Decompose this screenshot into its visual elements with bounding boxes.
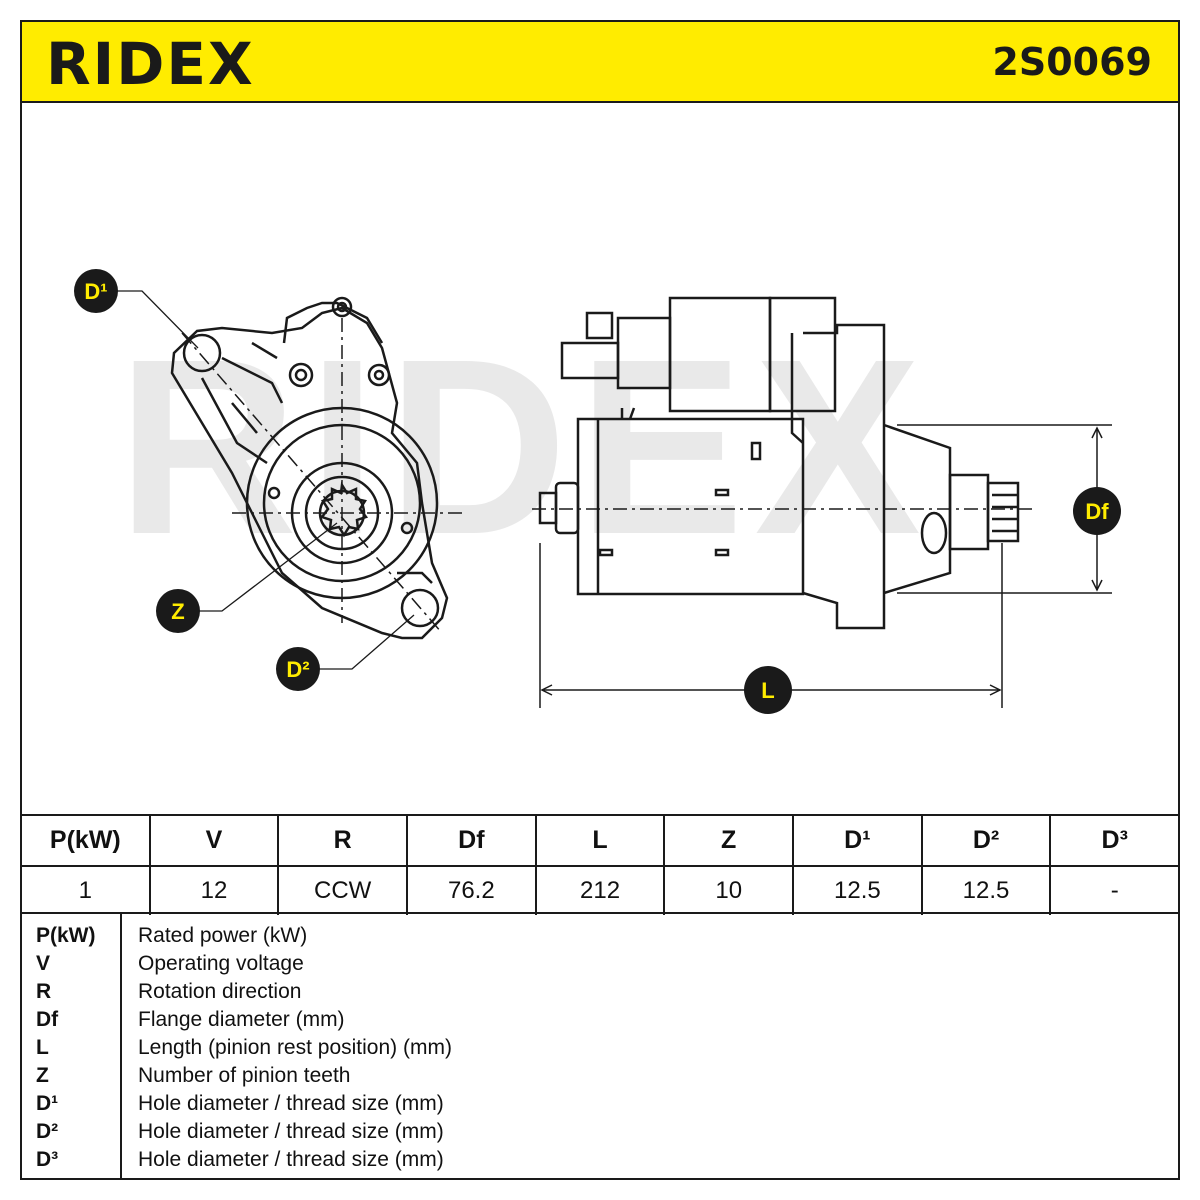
legend-row-v: V Operating voltage bbox=[22, 950, 1178, 978]
spec-header-pkw: P(kW) bbox=[22, 816, 151, 865]
product-sheet: RIDEX 2S0069 RIDEX bbox=[20, 20, 1180, 1180]
ridex-logo: RIDEX bbox=[46, 32, 316, 96]
legend-symbol: Df bbox=[36, 1008, 59, 1031]
legend: P(kW) Rated power (kW) V Operating volta… bbox=[22, 914, 1178, 1178]
technical-drawing: RIDEX bbox=[22, 103, 1178, 814]
spec-table: P(kW) V R Df L Z D¹ D² D³ 1 12 CCW 76.2 … bbox=[22, 814, 1178, 915]
legend-symbol: L bbox=[36, 1036, 49, 1059]
legend-symbol: D² bbox=[36, 1120, 59, 1143]
legend-description: Rated power (kW) bbox=[138, 924, 308, 947]
spec-header-row: P(kW) V R Df L Z D¹ D² D³ bbox=[22, 816, 1178, 867]
legend-row-l: L Length (pinion rest position) (mm) bbox=[22, 1034, 1178, 1062]
spec-header-v: V bbox=[151, 816, 280, 865]
legend-row-d2: D² Hole diameter / thread size (mm) bbox=[22, 1118, 1178, 1146]
watermark-text: RIDEX bbox=[117, 307, 931, 586]
legend-divider bbox=[120, 914, 122, 1178]
spec-header-z: Z bbox=[665, 816, 795, 865]
spec-header-l: L bbox=[537, 816, 666, 865]
legend-description: Operating voltage bbox=[138, 952, 304, 975]
legend-row-d3: D³ Hole diameter / thread size (mm) bbox=[22, 1146, 1178, 1174]
svg-text:Df: Df bbox=[1085, 499, 1109, 524]
logo-text: RIDEX bbox=[46, 30, 255, 98]
legend-row-df: Df Flange diameter (mm) bbox=[22, 1006, 1178, 1034]
side-view bbox=[538, 296, 1020, 630]
svg-text:Z: Z bbox=[171, 599, 184, 624]
callout-d1: D¹ bbox=[74, 269, 118, 313]
legend-description: Length (pinion rest position) (mm) bbox=[138, 1036, 452, 1059]
callout-df: Df bbox=[1073, 487, 1121, 535]
spec-value-row: 1 12 CCW 76.2 212 10 12.5 12.5 - bbox=[22, 866, 1178, 915]
legend-symbol: V bbox=[36, 952, 51, 975]
legend-row-z: Z Number of pinion teeth bbox=[22, 1062, 1178, 1090]
legend-description: Flange diameter (mm) bbox=[138, 1008, 345, 1031]
spec-value-df: 76.2 bbox=[408, 866, 537, 915]
spec-header-d2: D² bbox=[923, 816, 1052, 865]
legend-description: Rotation direction bbox=[138, 980, 302, 1003]
legend-symbol: P(kW) bbox=[36, 924, 96, 947]
spec-header-d3: D³ bbox=[1101, 826, 1128, 854]
svg-text:L: L bbox=[761, 678, 774, 703]
legend-description: Number of pinion teeth bbox=[138, 1064, 351, 1087]
starter-motor-drawing: RIDEX bbox=[74, 269, 1121, 714]
part-number: 2S0069 bbox=[992, 40, 1152, 84]
spec-value-pkw: 1 bbox=[22, 866, 151, 915]
legend-symbol: D³ bbox=[36, 1148, 59, 1171]
callout-z: Z bbox=[156, 589, 200, 633]
spec-value-r: CCW bbox=[279, 866, 409, 915]
spec-value-d1: 12.5 bbox=[794, 866, 923, 915]
svg-text:D¹: D¹ bbox=[84, 279, 107, 304]
spec-value-d3: - bbox=[1110, 876, 1119, 904]
legend-symbol: R bbox=[36, 980, 52, 1003]
spec-value-l: 212 bbox=[537, 866, 666, 915]
legend-description: Hole diameter / thread size (mm) bbox=[138, 1092, 444, 1115]
legend-row-pkw: P(kW) Rated power (kW) bbox=[22, 922, 1178, 950]
legend-row-r: R Rotation direction bbox=[22, 978, 1178, 1006]
spec-value-d2: 12.5 bbox=[923, 866, 1052, 915]
spec-value-v: 12 bbox=[151, 866, 280, 915]
legend-description: Hole diameter / thread size (mm) bbox=[138, 1148, 444, 1171]
svg-text:D²: D² bbox=[286, 657, 309, 682]
spec-header-df: Df bbox=[408, 816, 537, 865]
legend-description: Hole diameter / thread size (mm) bbox=[138, 1120, 444, 1143]
legend-symbol: Z bbox=[36, 1064, 49, 1087]
legend-row-d1: D¹ Hole diameter / thread size (mm) bbox=[22, 1090, 1178, 1118]
callout-d2: D² bbox=[276, 647, 320, 691]
spec-header-d1: D¹ bbox=[794, 816, 923, 865]
spec-value-z: 10 bbox=[665, 866, 795, 915]
front-view-centerlines bbox=[181, 318, 462, 634]
legend-symbol: D¹ bbox=[36, 1092, 59, 1115]
callout-l: L bbox=[744, 666, 792, 714]
callout-leaders bbox=[116, 290, 415, 670]
header-bar: RIDEX 2S0069 bbox=[22, 22, 1178, 103]
spec-header-r: R bbox=[279, 816, 409, 865]
